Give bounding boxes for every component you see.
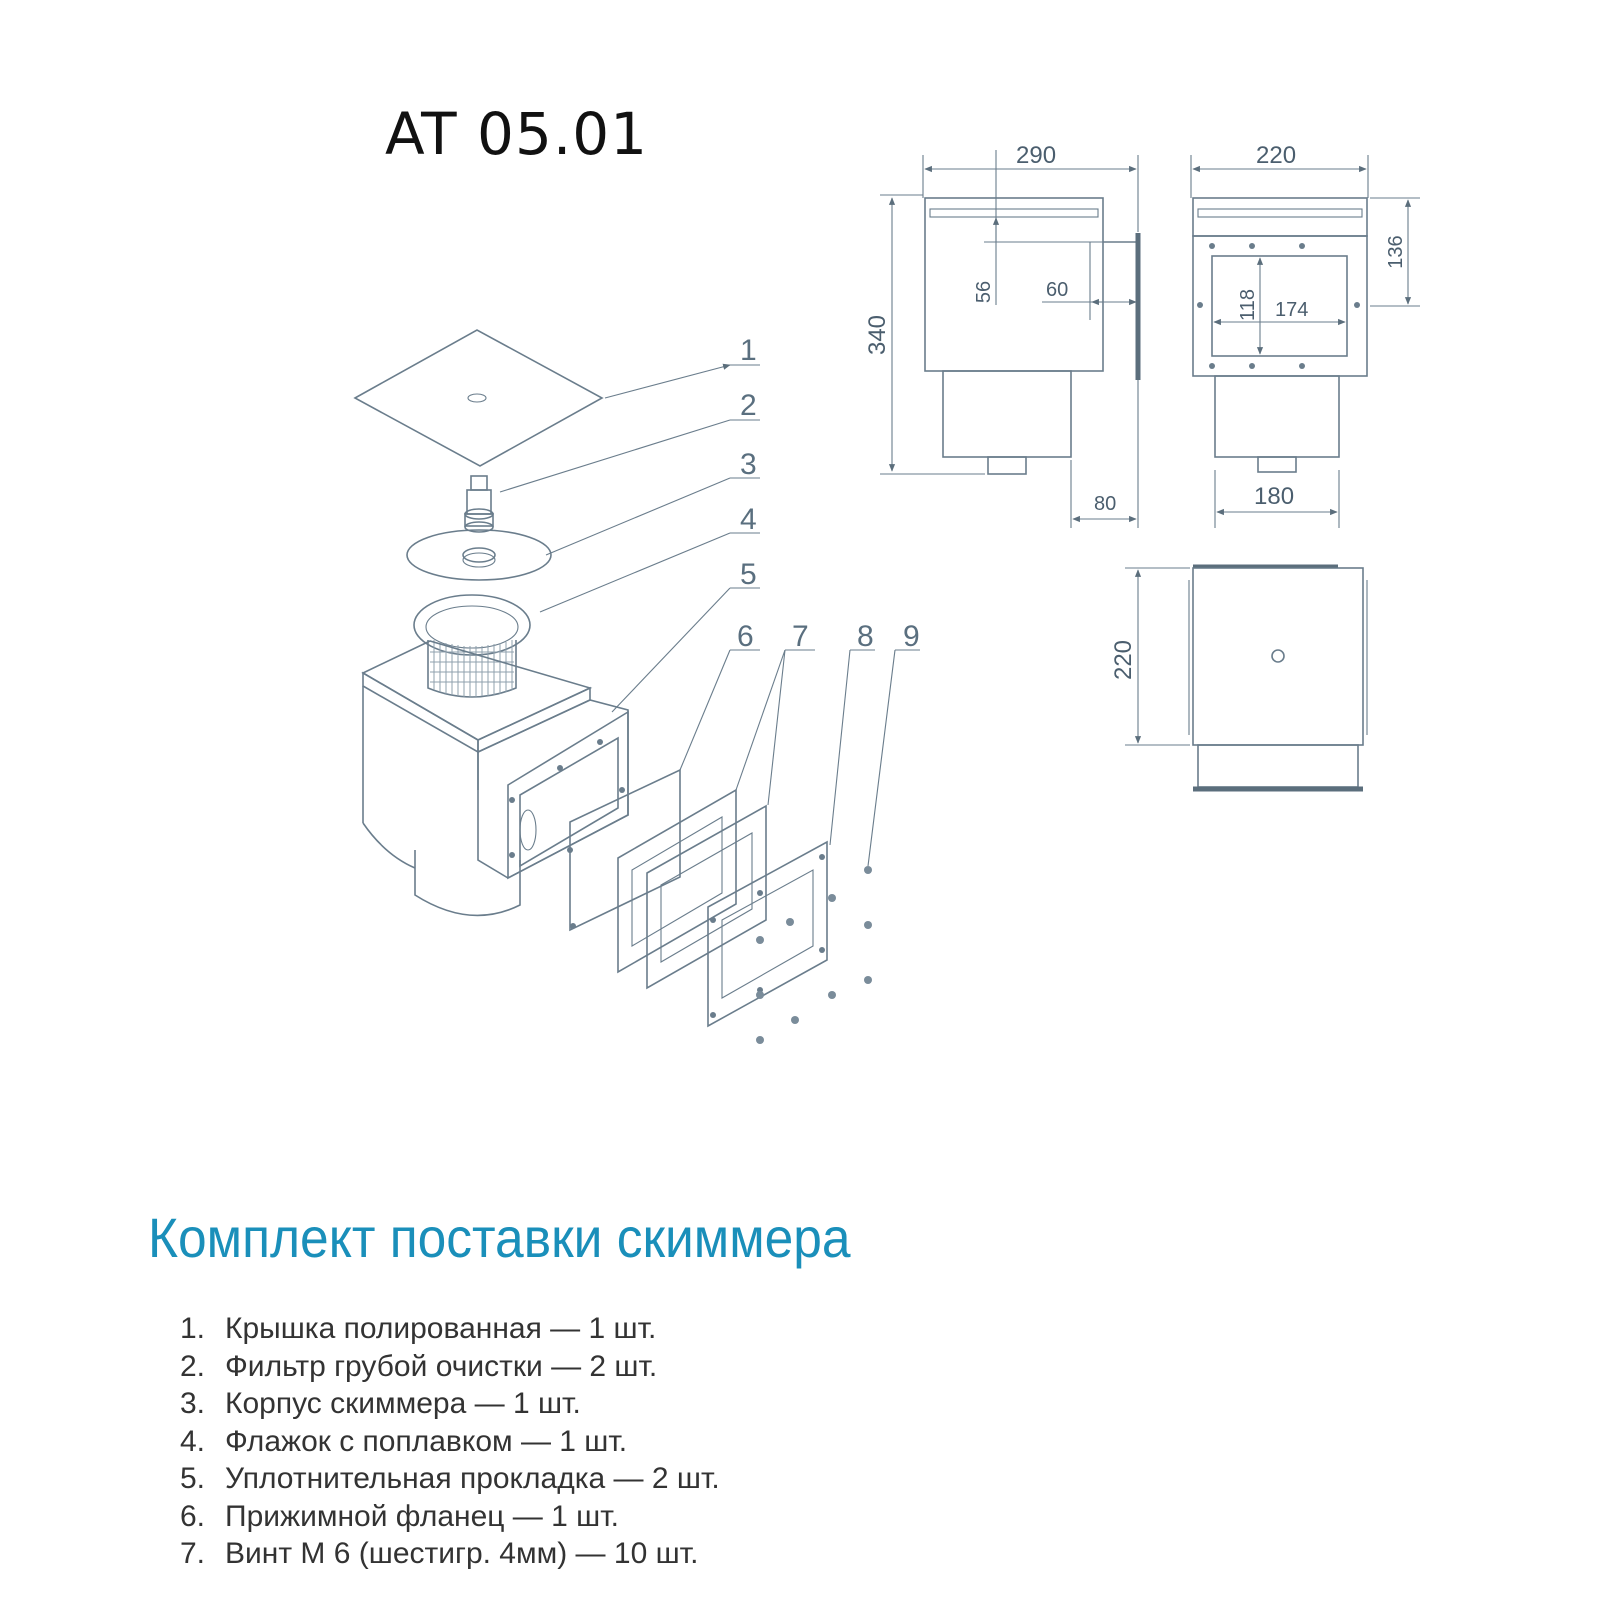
exploded-view: 1 2 3 4 5 6 7 8 9 [353,329,920,1044]
list-item: 6.Прижимной фланец — 1 шт. [180,1499,619,1533]
side-elevation: 220 136 118 174 180 [1190,142,1420,528]
part-lid [353,329,604,467]
part-body [361,640,629,917]
technical-drawing: 1 2 3 4 5 6 7 8 9 290 340 56 60 [353,142,1420,1044]
dim-60: 60 [1046,279,1068,301]
list-item: 1.Крышка полированная — 1 шт. [180,1312,657,1345]
part-float [464,475,494,533]
callout-6: 6 [737,620,754,653]
part-collar [406,529,552,581]
callout-4: 4 [740,503,757,536]
part-basket [413,594,531,698]
part-flange [707,840,828,1028]
dim-220-top: 220 [1110,640,1137,680]
dim-56: 56 [973,281,995,303]
list-item: 2.Фильтр грубой очистки — 2 шт. [180,1349,658,1383]
kit-list: 1.Крышка полированная — 1 шт. 2.Фильтр г… [180,1310,720,1573]
dim-80: 80 [1094,493,1116,515]
part-screws [756,866,872,1044]
dim-174: 174 [1275,299,1308,321]
part-frames [617,788,767,990]
dim-180: 180 [1254,483,1294,510]
list-item: 4.Флажок с поплавком — 1 шт. [180,1424,628,1458]
section-title: Комплект поставки скиммера [148,1206,851,1269]
callout-1: 1 [740,334,757,367]
model-title: AT 05.01 [385,100,649,168]
callout-7: 7 [792,620,809,653]
dim-118: 118 [1237,289,1259,321]
dim-340: 340 [864,315,891,355]
callout-3: 3 [740,448,757,481]
dim-220-side: 220 [1256,142,1296,169]
dim-290: 290 [1016,142,1056,169]
callout-5: 5 [740,558,757,591]
list-item: 5.Уплотнительная прокладка — 2 шт. [180,1462,720,1495]
callout-2: 2 [740,389,757,422]
list-item: 7.Винт М 6 (шестигр. 4мм) — 10 шт. [180,1537,699,1570]
callout-8: 8 [857,620,874,653]
list-item: 3.Корпус скиммера — 1 шт. [180,1387,581,1420]
callout-9: 9 [903,620,920,653]
callout-leaders [499,363,920,867]
top-view: 220 [1110,564,1368,792]
part-gasket [569,768,681,932]
dim-136: 136 [1385,235,1407,268]
front-elevation: 290 340 56 60 80 [864,142,1141,528]
